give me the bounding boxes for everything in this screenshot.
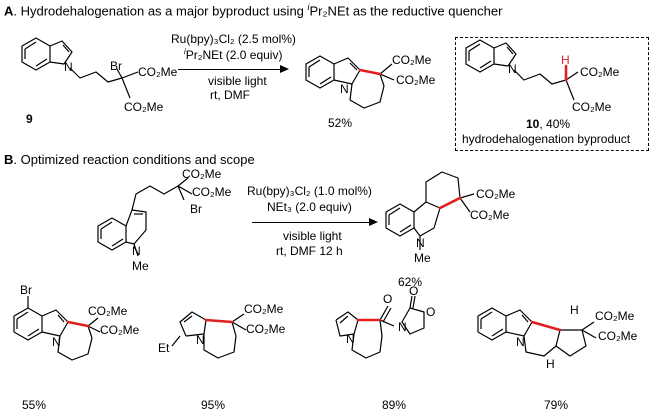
sm-b-br: Br [190,202,202,216]
scope4-benzene [477,307,507,341]
scope4-six-ring [523,329,561,357]
cond-b-solvent: rt, DMF 12 h [276,244,343,258]
sm-b-me: Me [132,259,149,273]
arrow-a-head [280,65,289,73]
prod-b-pyrrole [413,201,441,237]
section-b-label: B [4,152,14,167]
scope1-pyrrole [41,309,69,337]
prod-a-ester1: CO₂Me [392,53,432,67]
arrow-b-head [369,218,378,226]
cond-b-catalyst: Ru(bpy)₃Cl₂ (1.0 mol%) [247,184,372,198]
scope2-yield: 95% [201,398,226,412]
scope3-n-pyrrole: N [346,332,355,346]
prod-b-n-atom: N [416,236,425,250]
prod-a-benzene [305,55,335,89]
new-bond-scope1 [66,320,90,328]
scope4-yield: 79% [544,398,569,412]
prod-b-benzene [385,203,415,237]
sm-a-benzene-ring [21,37,51,71]
sm-b-benzene [97,217,127,251]
prod-a-pyrrole [333,57,361,85]
scope4-n-atom: N [516,335,525,349]
byprod-benzene [465,39,495,73]
sm-a-ester2: CO₂Me [124,100,164,114]
scope4-pyrrole [505,309,533,337]
byprod-h-atom: H [561,53,570,67]
new-bond-scope4 [530,320,562,332]
scope4-ester1: CO₂Me [595,309,635,323]
scope2-ester2: CO₂Me [246,322,286,336]
scope2-ester1: CO₂Me [244,302,284,316]
sm-b-pyrrole [125,209,147,245]
sm-a-n-atom: N [64,60,73,74]
byprod-n-atom: N [508,62,517,76]
prod-a-n-atom: N [340,82,349,96]
scope4-ester2: CO₂Me [598,329,638,343]
sm-a-pyrrole-ring [49,40,73,65]
scope1-br: Br [20,283,32,297]
new-bonds [66,64,568,332]
sm-a-compound-number: 9 [26,112,33,126]
sm-b-ester1: CO₂Me [182,167,222,181]
scope1-benzene [13,307,43,341]
scope1-n-atom: N [52,335,61,349]
prod-b-six-ring [425,171,461,209]
structure-lines [13,37,597,361]
scope3-n-oxazolidinone: N [398,320,407,334]
section-a-label: A [4,3,14,19]
cond-a-light: visible light [208,74,267,88]
scope2-pyrrole [179,311,207,337]
scope3-carbonyl-o: O [383,292,393,306]
prod-b-ester1: CO₂Me [476,187,516,201]
prod-a-six-ring [349,83,385,109]
new-bond-a-product [358,68,382,76]
prod-b-ester2: CO₂Me [470,208,510,222]
arrow-a-shaft [178,69,281,70]
cond-a-catalyst: Ru(bpy)₃Cl₂ (2.5 mol%) [171,32,296,46]
scope2-n-atom: N [196,333,205,347]
new-bond-scope2 [204,318,234,324]
section-b-title: B. Optimized reaction conditions and sco… [4,152,255,167]
prod-b-me: Me [414,251,431,265]
sm-a-ester1: CO₂Me [138,65,178,79]
cond-b-base: NEt₃ (2.0 equiv) [267,200,352,214]
byproduct-box [455,37,649,151]
cond-a-quencher: iPr₂NEt (2.0 equiv) [184,47,283,62]
cond-a-solvent: rt, DMF [210,88,250,102]
scope3-yield: 89% [382,398,407,412]
scope1-ester2: CO₂Me [100,323,140,337]
byprod-ester2: CO₂Me [572,100,612,114]
scope3-ring-o: O [426,305,436,319]
new-bond-b-product [438,196,462,210]
scope2-et: Et [158,341,170,355]
sm-b-n-atom: N [132,244,141,258]
sm-b-chain [131,185,179,211]
byprod-caption: hydrodehalogenation byproduct [462,132,631,146]
byprod-pyrrole [493,42,517,67]
scope3-oxazolidinone [401,307,425,335]
prod-b-yield: 62% [398,275,423,289]
scope4-h-top: H [570,303,579,317]
sm-b-ester2: CO₂Me [192,185,232,199]
section-a-title: A. Hydrodehalogenation as a major byprod… [4,2,503,19]
byprod-ester1: CO₂Me [580,65,620,79]
prod-a-ester2: CO₂Me [396,73,436,87]
sm-a-br: Br [110,59,122,73]
scope3-six-ring [351,333,383,359]
sm-a-chain [69,67,123,83]
scope4-h-bottom: H [546,357,555,371]
scope1-ester1: CO₂Me [88,304,128,318]
scope4-cyclopentane [555,329,587,357]
arrow-b-shaft [252,222,370,223]
byprod-chain [513,69,567,85]
prod-a-yield: 52% [328,116,353,130]
scope3-pyrrole [335,311,359,337]
scope1-yield: 55% [22,398,47,412]
byprod-number-yield: 10, 40% [526,117,571,131]
scope1-six-ring [57,335,93,361]
scope3-ring-carbonyl-o: O [409,284,419,298]
cond-b-light: visible light [283,229,342,243]
scope2-six-ring [203,334,237,359]
